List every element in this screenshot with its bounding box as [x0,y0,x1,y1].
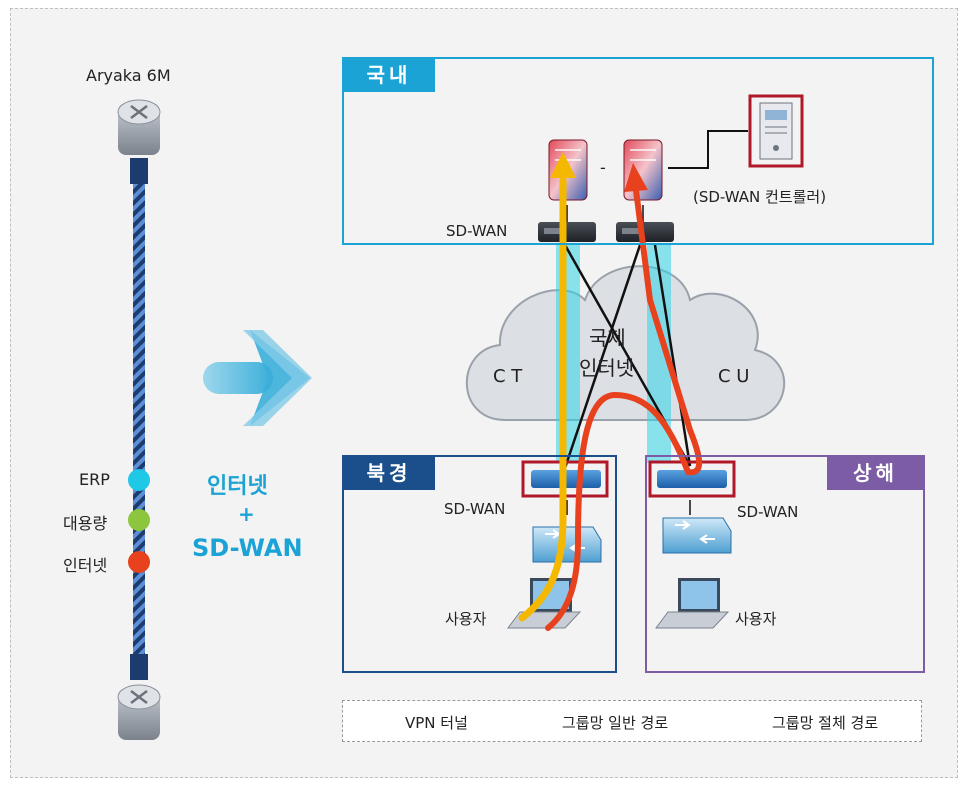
domestic-site-header: 국내 [343,58,435,92]
legend-vpn-label: VPN 터널 [405,714,468,732]
laptop-icon [655,578,730,629]
aryaka-title: Aryaka 6M [86,66,171,85]
legend-bulk-label: 대용량 [63,514,108,533]
switch-icon [532,526,602,563]
sdwan-appliance-icon [616,222,674,242]
user-shanghai-label: 사용자 [735,610,777,628]
sdwan-beijing-label: SD-WAN [444,500,506,518]
legend-internet-label: 인터넷 [63,556,108,575]
sdwan-appliance-icon [538,222,596,242]
cloud-center-label-1: 국제 [589,326,626,350]
legend-normal-label: 그룹망 일반 경로 [562,714,669,732]
arrow-right-icon [203,330,312,426]
cloud-icon [465,265,786,421]
cloud-cu-label: C U [718,366,750,387]
combo-line-3: SD-WAN [192,534,303,562]
combo-line-1: 인터넷 [207,474,268,499]
cut-path [545,163,703,631]
shanghai-site-box [645,455,925,673]
internet-dot [128,551,150,573]
shanghai-sdwan-highlight [648,460,736,498]
beijing-site-box [342,455,617,673]
controller-link [668,130,748,169]
cloud-center-label-2: 인터넷 [579,356,635,380]
sdwan-domestic-label: SD-WAN [446,222,508,240]
sdwan-appliance-icon [657,470,727,488]
normal-path [518,152,576,622]
controller-label: (SD-WAN 컨트롤러) [693,188,827,206]
controller-highlight [748,94,804,168]
bulk-dot [128,509,150,531]
firewall-dash: - [600,158,606,177]
beijing-site-header: 북경 [343,456,435,490]
router-icon [117,99,161,155]
erp-dot [128,469,150,491]
aryaka-link [130,158,148,680]
combo-line-2: + [238,502,255,526]
legend-box [342,700,922,742]
legend-cut-label: 그룹망 절체 경로 [772,714,879,732]
user-beijing-label: 사용자 [445,610,487,628]
router-icon [117,684,161,740]
legend-erp-label: ERP [79,470,110,489]
server-icon [759,102,793,160]
switch-icon [662,517,732,554]
domestic-site-box [342,57,934,245]
cloud-ct-label: C T [493,366,523,387]
sdwan-shanghai-label: SD-WAN [737,503,799,521]
shanghai-site-header: 상해 [827,456,924,490]
